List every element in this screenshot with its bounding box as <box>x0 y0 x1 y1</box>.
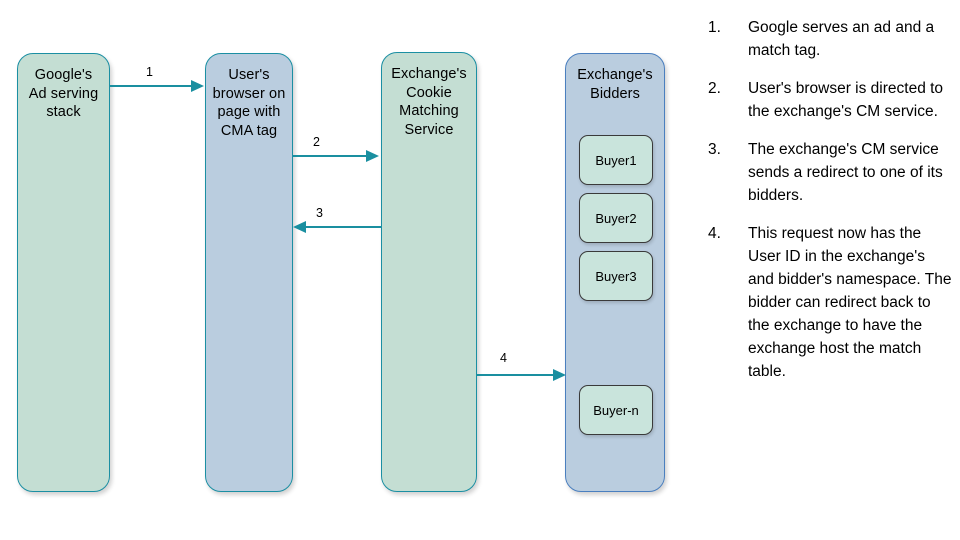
arrow-4-head-icon <box>553 368 566 381</box>
list-item: 2. User's browser is directed to the exc… <box>708 77 952 123</box>
list-item-number: 4. <box>708 225 721 242</box>
arrow-1-head-icon <box>191 79 204 92</box>
arrow-1-label: 1 <box>146 65 153 79</box>
arrow-3-label: 3 <box>316 206 323 220</box>
arrow-3-head-icon <box>293 220 306 233</box>
arrow-3-line <box>306 226 381 228</box>
list-item-number: 1. <box>708 19 721 36</box>
list-item-number: 2. <box>708 80 721 97</box>
arrow-2-line <box>293 155 368 157</box>
arrow-2-head-icon <box>366 149 379 162</box>
list-item: 4. This request now has the User ID in t… <box>708 222 952 383</box>
numbered-step-list: 1. Google serves an ad and a match tag. … <box>708 16 952 398</box>
list-item: 3. The exchange's CM service sends a red… <box>708 138 952 207</box>
arrow-4-line <box>477 374 555 376</box>
arrow-1-line <box>110 85 193 87</box>
list-item-text: User's browser is directed to the exchan… <box>748 80 944 120</box>
arrow-2-label: 2 <box>313 135 320 149</box>
list-item-text: Google serves an ad and a match tag. <box>748 19 935 59</box>
list-item-text: The exchange's CM service sends a redire… <box>748 141 943 204</box>
buyer-box-2[interactable]: Buyer2 <box>579 193 653 243</box>
arrow-4-label: 4 <box>500 351 507 365</box>
list-item: 1. Google serves an ad and a match tag. <box>708 16 952 62</box>
list-item-text: This request now has the User ID in the … <box>748 225 952 380</box>
list-item-number: 3. <box>708 141 721 158</box>
buyer-box-1[interactable]: Buyer1 <box>579 135 653 185</box>
buyer-box-3[interactable]: Buyer3 <box>579 251 653 301</box>
buyer-box-n[interactable]: Buyer-n <box>579 385 653 435</box>
